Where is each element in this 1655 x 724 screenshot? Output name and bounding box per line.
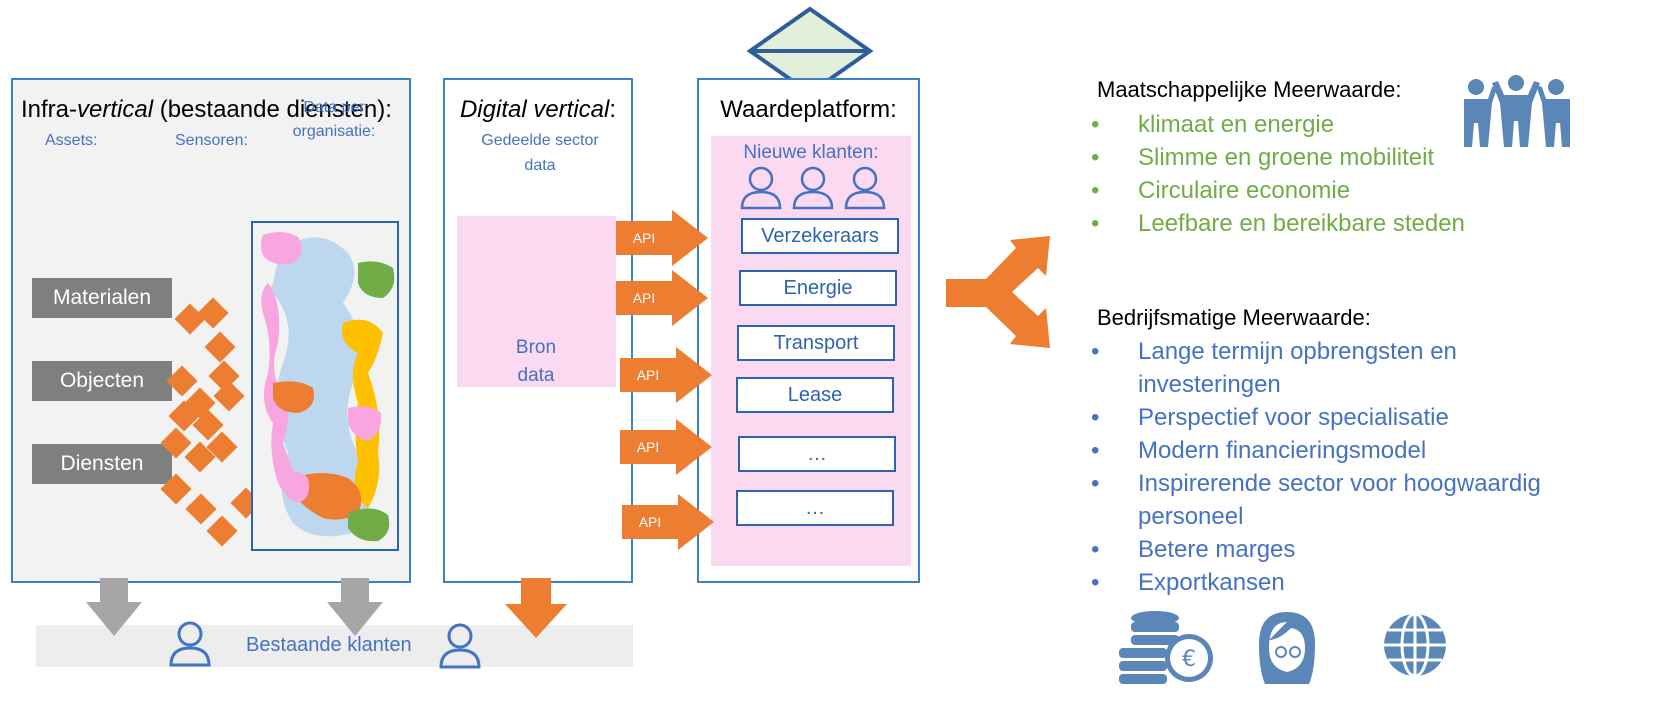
list-item: •Lange termijn opbrengsten en investerin… [1091,338,1457,398]
data-per-organisatie-label: Data per organisatie: [292,99,376,140]
infra-title: Infra-vertical (bestaande diensten): [21,96,392,123]
list-item: •Betere marges [1091,536,1296,563]
organisation-data-box [251,221,399,551]
api-arrowhead [672,270,708,326]
orange-down-arrow [505,578,567,638]
list-item: •Leefbare en bereikbare steden [1091,210,1465,237]
waardeplatform-panel: Waardeplatform: Nieuwe klanten: Verzeker… [697,78,920,583]
list-item: •Modern financieringsmodel [1091,437,1427,464]
business-list: •Lange termijn opbrengsten en investerin… [1083,335,1653,599]
list-item: •Exportkansen [1091,569,1285,596]
list-item: •Perspectief voor specialisatie [1091,404,1449,431]
new-customers-icons [740,166,886,210]
list-item: •Inspirerende sector voor hoogwaardig pe… [1091,470,1541,530]
assets-label: Assets: [45,132,98,149]
existing-customers-label: Bestaande klanten [246,634,412,656]
bron-data-label: Bron data [515,337,557,386]
api-arrow-label: API [620,358,676,392]
digital-vertical-panel: Digital vertical: Gedeelde sector data B… [443,78,633,583]
forked-orange-arrow [946,236,1050,348]
materialen-box: Materialen [32,278,172,318]
customer-transport: Transport [737,325,895,361]
api-arrowhead [672,210,708,266]
coins-euro-icon: € [1119,611,1213,684]
customer-placeholder: … [738,436,896,472]
api-arrow-label: API [622,505,678,539]
sensor-diamond [206,515,238,547]
user-icon [439,623,481,669]
maatschappelijke-title: Maatschappelijke Meerwaarde: [1097,77,1402,102]
svg-text:€: € [1182,647,1196,672]
api-arrow-label: API [616,281,672,315]
digital-vertical-title: Digital vertical: [459,96,617,123]
globe-icon [1384,612,1446,678]
top-diamond-shape [746,6,874,96]
person-icon [1259,612,1315,684]
api-arrow-label: API [616,221,672,255]
gray-down-arrow [86,578,142,636]
bedrijfsmatige-title: Bedrijfsmatige Meerwaarde: [1097,305,1371,330]
customer-energie: Energie [739,270,897,306]
bron-data-box: Bron data [457,216,616,387]
objecten-box: Objecten [32,361,172,401]
gedeelde-sector-data-label: Gedeelde sector data [481,132,599,174]
sensor-diamond [197,297,229,329]
waardeplatform-title: Waardeplatform: [720,96,897,123]
nieuwe-klanten-label: Nieuwe klanten: [743,142,879,163]
list-item: •klimaat en energie [1091,111,1335,138]
api-arrow-label: API [620,430,676,464]
people-group-icon [1464,75,1570,147]
gray-down-arrow [327,578,383,636]
customer-verzekeraars: Verzekeraars [741,218,899,254]
api-arrowhead [678,494,714,550]
infra-vertical-panel: Infra-vertical (bestaande diensten): Ass… [11,78,411,583]
data-blobs-illustration [260,231,395,542]
societal-list: •klimaat en energie •Slimme en groene mo… [1083,108,1465,240]
sensoren-label: Sensoren: [175,132,248,149]
api-arrowhead [676,419,712,475]
sensor-diamond [204,331,236,363]
diensten-box: Diensten [32,444,172,484]
sensor-diamond [185,493,217,525]
user-icon [169,621,211,667]
api-arrowhead [676,347,712,403]
customer-placeholder: … [736,490,894,526]
list-item: •Circulaire economie [1091,177,1351,204]
customer-lease: Lease [736,377,894,413]
list-item: •Slimme en groene mobiliteit [1091,144,1435,171]
